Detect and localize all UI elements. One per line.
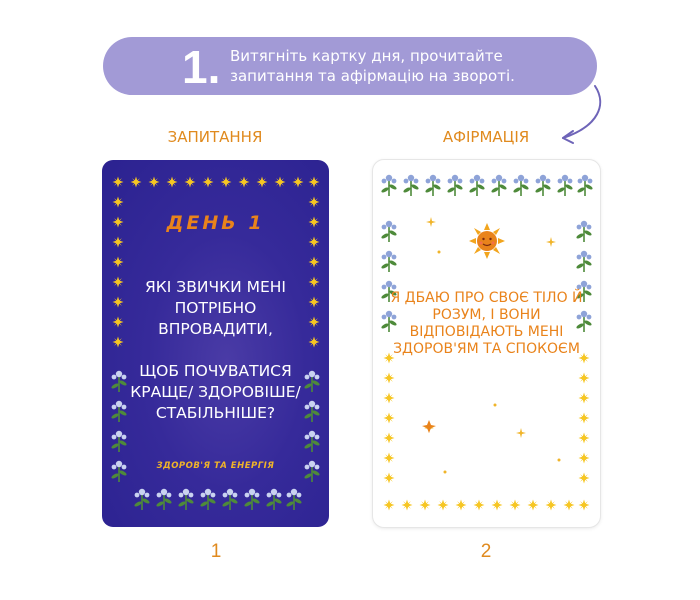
step-number: 1. [182, 41, 221, 93]
curved-arrow-icon [562, 85, 602, 144]
question-part-2: ЩОБ ПОЧУВАТИСЯ КРАЩЕ/ ЗДОРОВІШЕ/ СТАБІЛЬ… [130, 362, 301, 422]
question-text: ЯКІ ЗВИЧКИ МЕНІ ПОТРІБНО ВПРОВАДИТИ, ЩОБ… [116, 277, 315, 424]
instruction-banner [103, 37, 597, 95]
day-title: ДЕНЬ 1 [166, 212, 265, 234]
label-question: ЗАПИТАННЯ [167, 128, 263, 146]
affirmation-card: Я ДБАЮ ПРО СВОЄ ТІЛО Й РОЗУМ, І ВОНИ ВІД… [373, 160, 600, 527]
card-border-decor [379, 174, 595, 511]
label-affirmation: АФІРМАЦІЯ [442, 128, 530, 146]
instruction-line-1: Витягніть картку дня, прочитайте [230, 47, 503, 65]
question-card: ДЕНЬ 1 ЯКІ ЗВИЧКИ МЕНІ ПОТРІБНО ВПРОВАДИ… [102, 160, 329, 527]
sun-face-icon [469, 223, 505, 259]
question-part-1: ЯКІ ЗВИЧКИ МЕНІ ПОТРІБНО ВПРОВАДИТИ, [145, 278, 286, 338]
card-number-1: 1 [210, 541, 222, 562]
card-number-2: 2 [480, 541, 492, 562]
affirmation-text: Я ДБАЮ ПРО СВОЄ ТІЛО Й РОЗУМ, І ВОНИ ВІД… [390, 290, 583, 357]
card-topic: ЗДОРОВ'Я ТА ЕНЕРГІЯ [156, 461, 275, 471]
instruction-text: Витягніть картку дня, прочитайте запитан… [230, 46, 560, 86]
instruction-line-2: запитання та афірмацію на звороті. [230, 67, 515, 85]
